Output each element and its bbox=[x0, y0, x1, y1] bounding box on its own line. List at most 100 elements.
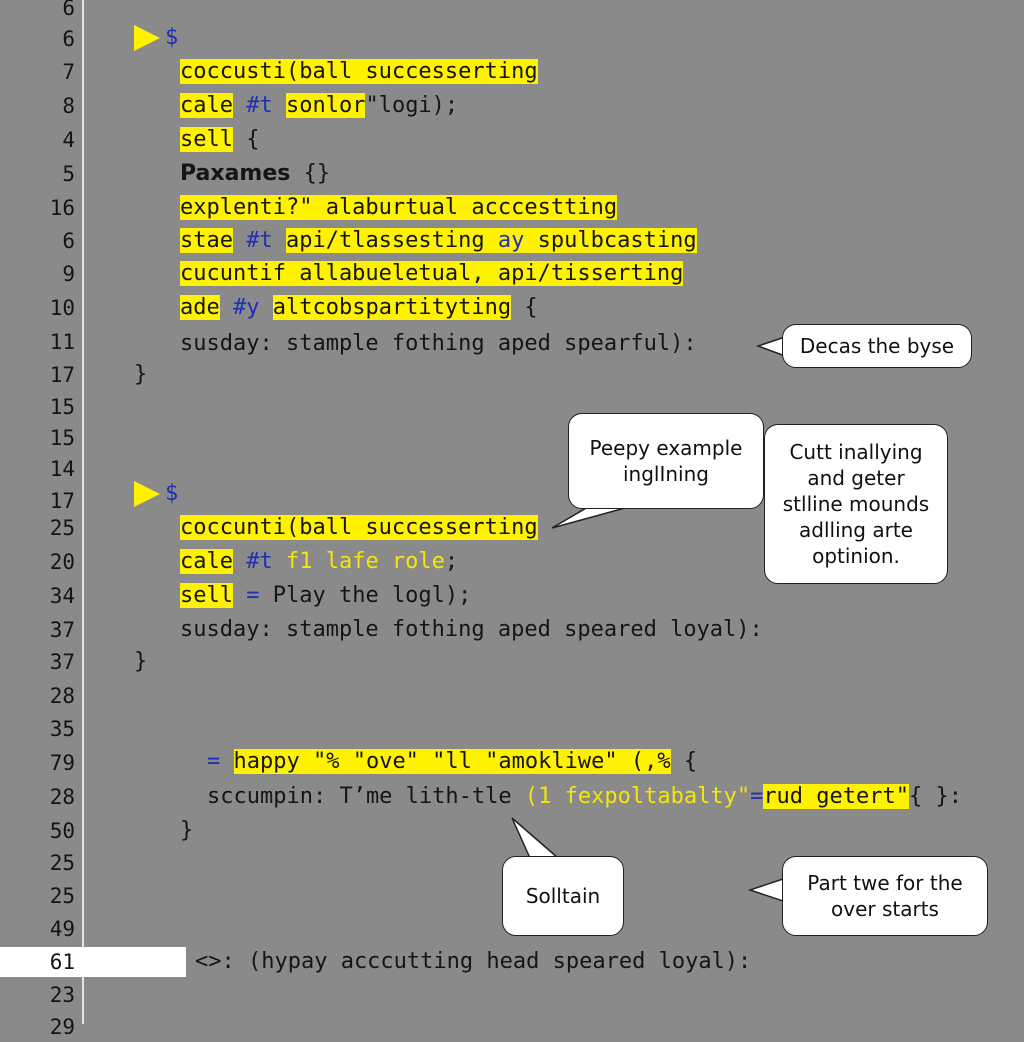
annotation-bubble[interactable]: Decas the byse bbox=[782, 324, 972, 368]
current-code-line[interactable]: <>: (hypay acccutting head speared loyal… bbox=[195, 947, 751, 977]
annotation-bubble[interactable]: Part twe for the over starts bbox=[782, 856, 988, 936]
code-token: { bbox=[511, 295, 538, 320]
line-number[interactable]: 34 bbox=[49, 584, 75, 608]
code-token: = bbox=[750, 784, 764, 809]
code-line[interactable]: = happy "% "ove" "ll "amokliwe" (,% { bbox=[207, 747, 697, 777]
code-token: cucuntif allabueletual, api/tisserting bbox=[180, 261, 684, 286]
code-token: cale bbox=[180, 549, 233, 574]
line-number[interactable]: 4 bbox=[62, 128, 75, 152]
line-number[interactable]: 25 bbox=[49, 516, 75, 540]
code-token: rud getert" bbox=[763, 784, 910, 809]
line-number[interactable]: 61 bbox=[49, 950, 75, 974]
code-token: } bbox=[180, 818, 194, 843]
line-number[interactable]: 15 bbox=[49, 426, 75, 450]
line-number[interactable]: 6 bbox=[62, 0, 75, 20]
code-line[interactable]: sccumpin: T’me lith-tle (1 fexpoltabalty… bbox=[207, 782, 962, 812]
line-number[interactable]: 37 bbox=[49, 650, 75, 674]
line-number[interactable]: 29 bbox=[49, 1015, 75, 1039]
code-token: {} bbox=[290, 161, 331, 186]
code-token: ; bbox=[444, 549, 459, 574]
code-token: = bbox=[207, 749, 234, 774]
line-number[interactable]: 25 bbox=[49, 884, 75, 908]
code-token: { }: bbox=[909, 784, 962, 809]
annotation-bubble[interactable]: Solltain bbox=[502, 856, 624, 936]
prompt-symbol: $ bbox=[165, 481, 179, 506]
code-line[interactable]: Paxames {} bbox=[180, 159, 330, 189]
breakpoint-arrow-icon[interactable] bbox=[134, 25, 160, 51]
line-number[interactable]: 35 bbox=[49, 717, 75, 741]
line-number[interactable]: 15 bbox=[49, 395, 75, 419]
line-number[interactable]: 17 bbox=[49, 363, 75, 387]
code-token: = bbox=[232, 583, 273, 608]
bubble-tail bbox=[755, 335, 786, 358]
code-line[interactable]: cale #t f1 lafe role; bbox=[180, 547, 458, 577]
code-token: #t bbox=[232, 549, 286, 574]
code-token: sell bbox=[180, 583, 233, 608]
code-token: susday: stample fothing aped speared loy… bbox=[180, 617, 763, 642]
code-token: ade bbox=[180, 295, 220, 320]
line-number[interactable]: 7 bbox=[62, 60, 75, 84]
code-token: { bbox=[670, 749, 698, 774]
line-number[interactable]: 8 bbox=[62, 94, 75, 118]
code-line[interactable]: ade #y altcobspartityting { bbox=[180, 293, 538, 323]
line-number[interactable]: 49 bbox=[49, 917, 75, 941]
code-token: cale bbox=[180, 93, 233, 118]
line-number[interactable]: 14 bbox=[49, 457, 75, 481]
bubble-tail bbox=[747, 876, 787, 904]
line-number[interactable]: 37 bbox=[49, 618, 75, 642]
code-token: spulbcasting bbox=[537, 228, 697, 253]
code-line[interactable]: } bbox=[180, 816, 193, 846]
code-token: susday: stample fothing aped spearful): bbox=[180, 331, 697, 356]
line-number-gutter bbox=[0, 0, 84, 1024]
line-number[interactable]: 16 bbox=[49, 196, 75, 220]
bubble-tail bbox=[511, 817, 561, 859]
code-token: sonlor bbox=[285, 93, 366, 118]
line-number[interactable]: 25 bbox=[49, 851, 75, 875]
code-line[interactable]: stae #t api/tlassesting ay spulbcasting bbox=[180, 226, 697, 256]
annotation-bubble[interactable]: Peepy example inglIning bbox=[568, 413, 764, 509]
code-token: Paxames bbox=[180, 161, 291, 186]
code-token: explenti?" alaburtual acccestting bbox=[180, 195, 618, 220]
line-number[interactable]: 17 bbox=[49, 489, 75, 513]
line-number[interactable]: 6 bbox=[62, 229, 75, 253]
code-token: altcobspartityting bbox=[272, 295, 512, 320]
code-token: #y bbox=[219, 295, 273, 320]
line-number[interactable]: 5 bbox=[62, 162, 75, 186]
line-number[interactable]: 9 bbox=[62, 262, 75, 286]
line-number[interactable]: 11 bbox=[49, 330, 75, 354]
line-number[interactable]: 10 bbox=[49, 296, 75, 320]
code-token: coccunti(ball successerting bbox=[180, 515, 538, 540]
code-token: } bbox=[134, 649, 148, 674]
code-line[interactable]: susday: stample fothing aped spearful): bbox=[180, 329, 697, 359]
annotation-bubble[interactable]: Cutt inallying and geter stlline mounds … bbox=[764, 424, 948, 584]
code-line[interactable]: } bbox=[134, 647, 147, 677]
code-token: sccumpin: T’me lith-tle bbox=[207, 784, 525, 809]
code-token: { bbox=[232, 127, 260, 152]
code-token: ay bbox=[484, 228, 538, 253]
code-token: "logi); bbox=[365, 93, 459, 118]
code-line[interactable]: sell { bbox=[180, 125, 259, 155]
line-number[interactable]: 23 bbox=[49, 983, 75, 1007]
code-line[interactable]: cucuntif allabueletual, api/tisserting bbox=[180, 259, 684, 289]
line-number[interactable]: 20 bbox=[49, 550, 75, 574]
code-token: api/tlassesting bbox=[285, 228, 485, 253]
code-line[interactable]: coccunti(ball successerting bbox=[180, 513, 538, 543]
code-line[interactable]: } bbox=[134, 360, 147, 390]
prompt-symbol: $ bbox=[165, 25, 179, 50]
code-token: f1 lafe role bbox=[285, 549, 445, 574]
code-token: sell bbox=[180, 127, 233, 152]
code-token: #t bbox=[232, 93, 286, 118]
code-line[interactable]: sell = Play the logl); bbox=[180, 581, 471, 611]
code-token: (1 fexpoltabalty" bbox=[524, 784, 751, 809]
code-line[interactable]: susday: stample fothing aped speared loy… bbox=[180, 615, 763, 645]
line-number[interactable]: 28 bbox=[49, 785, 75, 809]
code-line[interactable]: cale #t sonlor"logi); bbox=[180, 91, 458, 121]
line-number[interactable]: 6 bbox=[62, 27, 75, 51]
line-number[interactable]: 50 bbox=[49, 819, 75, 843]
line-number[interactable]: 28 bbox=[49, 684, 75, 708]
code-line[interactable]: coccusti(ball successerting bbox=[180, 57, 538, 87]
current-line-highlight bbox=[0, 947, 186, 977]
line-number[interactable]: 79 bbox=[49, 751, 75, 775]
code-line[interactable]: explenti?" alaburtual acccestting bbox=[180, 193, 618, 223]
breakpoint-arrow-icon[interactable] bbox=[134, 481, 160, 507]
